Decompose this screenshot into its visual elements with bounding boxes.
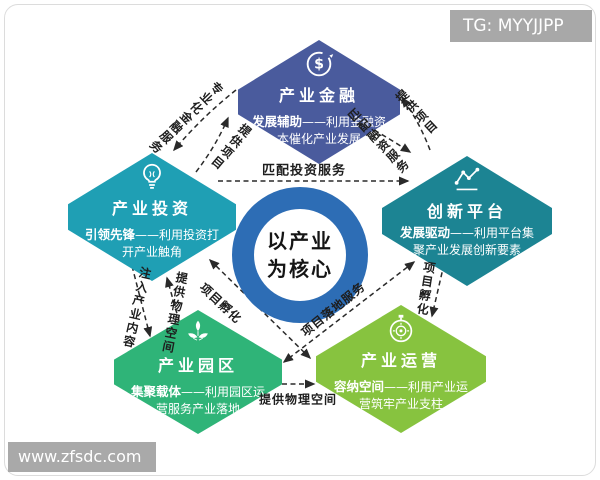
hexagon-description: 引领先锋——利用投资打开产业触角	[68, 226, 236, 262]
svg-text:$: $	[314, 57, 324, 73]
trend-chart-icon	[450, 163, 484, 197]
arrow-finance-to-platform	[351, 117, 412, 153]
hexagon-description: 容纳空间——利用产业运营筑牢产业支柱	[316, 378, 486, 414]
hexagon-desc-text: ——利用产业运营筑牢产业支柱	[358, 380, 469, 412]
hexagon-title: 产业金融	[278, 86, 359, 105]
hexagon-lead-term: 发展辅助	[251, 114, 302, 129]
site-watermark: www.zfsdc.com	[8, 442, 156, 472]
hexagon-title: 创新平台	[426, 202, 507, 221]
tg-tag-badge: TG: MYYJJPP	[450, 10, 592, 42]
hexagon-desc-text: ——利用园区运营服务产业落地	[155, 385, 266, 417]
hexagon-desc-text: ——利用金融资本催化产业发展	[276, 115, 387, 147]
hexagon-desc-text: ——利用平台集聚产业发展创新要素	[412, 226, 535, 257]
leaves-icon	[181, 317, 215, 351]
arrow-platform-to-finance	[401, 96, 431, 151]
arrow-invest-to-park	[131, 265, 153, 338]
arrow-finance-to-invest	[173, 89, 237, 152]
connector-label-provide-physical-space-bottom: 提供物理空间	[258, 392, 338, 407]
arrow-platform-to-operation	[429, 263, 445, 318]
connector-label-match-investment-services: 匹配投资服务	[261, 163, 347, 179]
hexagon-lead-term: 集聚载体	[130, 384, 181, 399]
hexagon-lead-term: 容纳空间	[333, 379, 384, 394]
center-core-label: 以产业 为核心	[254, 209, 346, 301]
hexagon-lead-term: 发展驱动	[399, 225, 450, 240]
lightbulb-icon	[135, 160, 169, 194]
hexagon-description: 集聚载体——利用园区运营服务产业落地	[114, 383, 282, 419]
hexagon-desc-text: ——利用投资打开产业触角	[121, 228, 220, 260]
hexagon-title: 产业园区	[157, 356, 238, 375]
hexagon-title: 产业运营	[360, 351, 441, 370]
center-line-2: 为核心	[267, 257, 333, 281]
hexagon-description: 发展驱动——利用平台集聚产业发展创新要素	[382, 225, 552, 258]
center-line-1: 以产业	[267, 229, 333, 253]
hexagon-description: 发展辅助——利用金融资本催化产业发展	[238, 113, 400, 149]
hexagon-lead-term: 引领先锋	[84, 227, 135, 242]
stopwatch-gauge-icon	[384, 312, 418, 346]
dollar-cycle-icon: $	[302, 47, 336, 81]
arrow-platform-park-cross	[282, 261, 416, 363]
hexagon-title: 产业投资	[111, 199, 192, 218]
